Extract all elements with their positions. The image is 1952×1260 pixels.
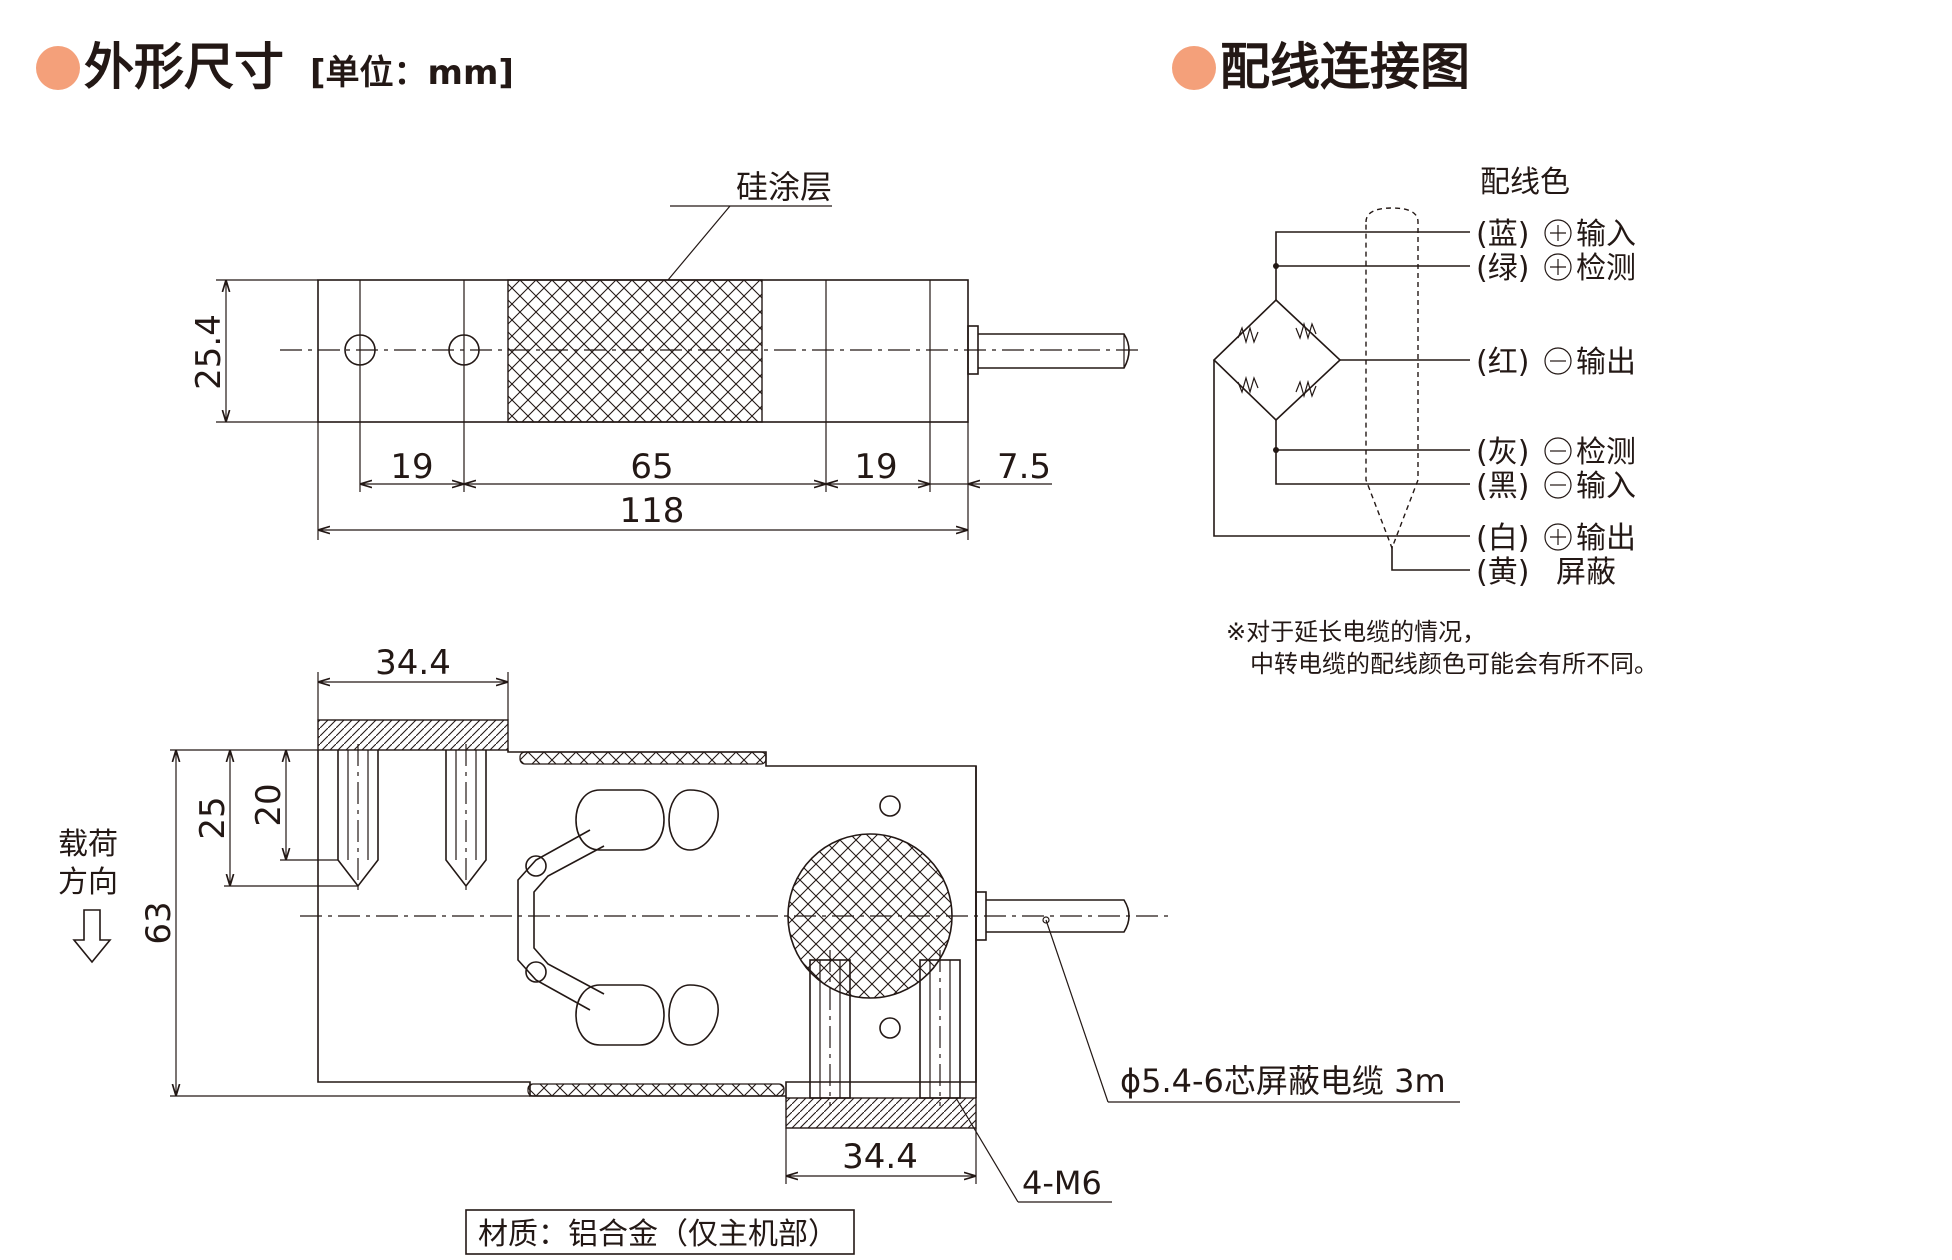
bolt-top-right — [445, 744, 487, 890]
wire-name: 检测 — [1576, 251, 1636, 286]
material-label: 材质：铝合金（仅主机部） — [478, 1217, 838, 1252]
wire-row-green: (绿) 检测 — [1476, 251, 1636, 286]
wiring-color-header: 配线色 — [1480, 165, 1570, 200]
bullet-icon — [36, 46, 80, 90]
dim-65: 65 — [630, 447, 673, 487]
small-hole — [879, 1017, 901, 1039]
wire-name: 输入 — [1576, 469, 1636, 504]
wire-color: (红) — [1476, 345, 1529, 380]
thread-label: 4-M6 — [1022, 1164, 1102, 1202]
wire-color: (蓝) — [1476, 217, 1529, 252]
bridge-circuit — [1212, 298, 1342, 422]
wire-row-black: (黑) 输入 — [1476, 469, 1636, 504]
side-view: 34.4 34.4 63 25 20 载荷 方向 ϕ5.4-6芯屏蔽电缆 3m … — [58, 643, 1460, 1255]
minus-icon — [1544, 347, 1572, 375]
wiring-title: 配线连接图 — [1220, 38, 1470, 96]
plus-icon — [1544, 219, 1572, 247]
wire-row-gray: (灰) 检测 — [1476, 435, 1636, 470]
plus-icon — [1544, 523, 1572, 551]
shield-outline — [1365, 207, 1419, 550]
dim-19-right: 19 — [854, 447, 897, 487]
wire-name: 输入 — [1576, 217, 1636, 252]
height-dim: 25.4 — [189, 314, 229, 390]
top-width-dim: 34.4 — [375, 643, 451, 683]
height-20-dim: 20 — [249, 783, 289, 826]
height-63-dim: 63 — [139, 901, 179, 944]
wire-name: 输出 — [1576, 521, 1636, 556]
bolt-top-left — [337, 744, 379, 890]
wire-color: (绿) — [1476, 251, 1529, 286]
minus-icon — [1544, 437, 1572, 465]
wire-name: 屏蔽 — [1556, 555, 1616, 590]
height-25-dim: 25 — [193, 796, 233, 839]
cable-label: ϕ5.4-6芯屏蔽电缆 3m — [1120, 1062, 1446, 1100]
silicone-coating-area — [507, 279, 763, 423]
wire-name: 输出 — [1576, 345, 1636, 380]
dimensions-unit: [单位：mm] — [310, 53, 514, 93]
minus-icon — [1544, 471, 1572, 499]
bottom-width-dim: 34.4 — [842, 1137, 918, 1177]
wiring-diagram: 配线色 (蓝) 输入 (绿) 检 — [1212, 165, 1658, 678]
wiring-header: 配线连接图 — [1172, 38, 1470, 96]
wire-color: (白) — [1476, 521, 1529, 556]
dim-19-left: 19 — [390, 447, 433, 487]
top-mount-plate — [317, 719, 509, 751]
wire-name: 检测 — [1576, 435, 1636, 470]
wire-color: (黄) — [1476, 555, 1529, 590]
cable — [978, 333, 1130, 369]
wire-row-white: (白) 输出 — [1476, 521, 1636, 556]
dimensions-title: 外形尺寸 — [84, 38, 284, 96]
wire-color: (灰) — [1476, 435, 1529, 470]
coating-label: 硅涂层 — [736, 168, 832, 206]
dim-7-5: 7.5 — [997, 447, 1051, 487]
bullet-icon — [1172, 46, 1216, 90]
plus-icon — [1544, 253, 1572, 281]
total-length: 118 — [620, 491, 685, 531]
beam-cutout — [517, 789, 719, 1046]
note-line1: ※对于延长电缆的情况， — [1226, 618, 1486, 646]
note-line2: 中转电缆的配线颜色可能会有所不同。 — [1250, 650, 1658, 678]
cable — [986, 899, 1130, 933]
wire-row-blue: (蓝) 输入 — [1476, 217, 1636, 252]
load-label-line2: 方向 — [58, 865, 118, 900]
wire-row-red: (红) 输出 — [1476, 345, 1636, 380]
wire-row-yellow: (黄) 屏蔽 — [1476, 555, 1616, 590]
top-view: 硅涂层 25.4 19 65 19 7.5 118 — [189, 168, 1140, 540]
material-box — [465, 1209, 855, 1255]
load-label-line1: 载荷 — [58, 827, 118, 862]
dimensions-header: 外形尺寸 [单位：mm] — [36, 38, 514, 96]
wire-color: (黑) — [1476, 469, 1529, 504]
bottom-mount-plate — [785, 1097, 977, 1129]
down-arrow-icon — [72, 909, 112, 964]
cable-gland — [967, 325, 979, 375]
small-hole — [879, 795, 901, 817]
